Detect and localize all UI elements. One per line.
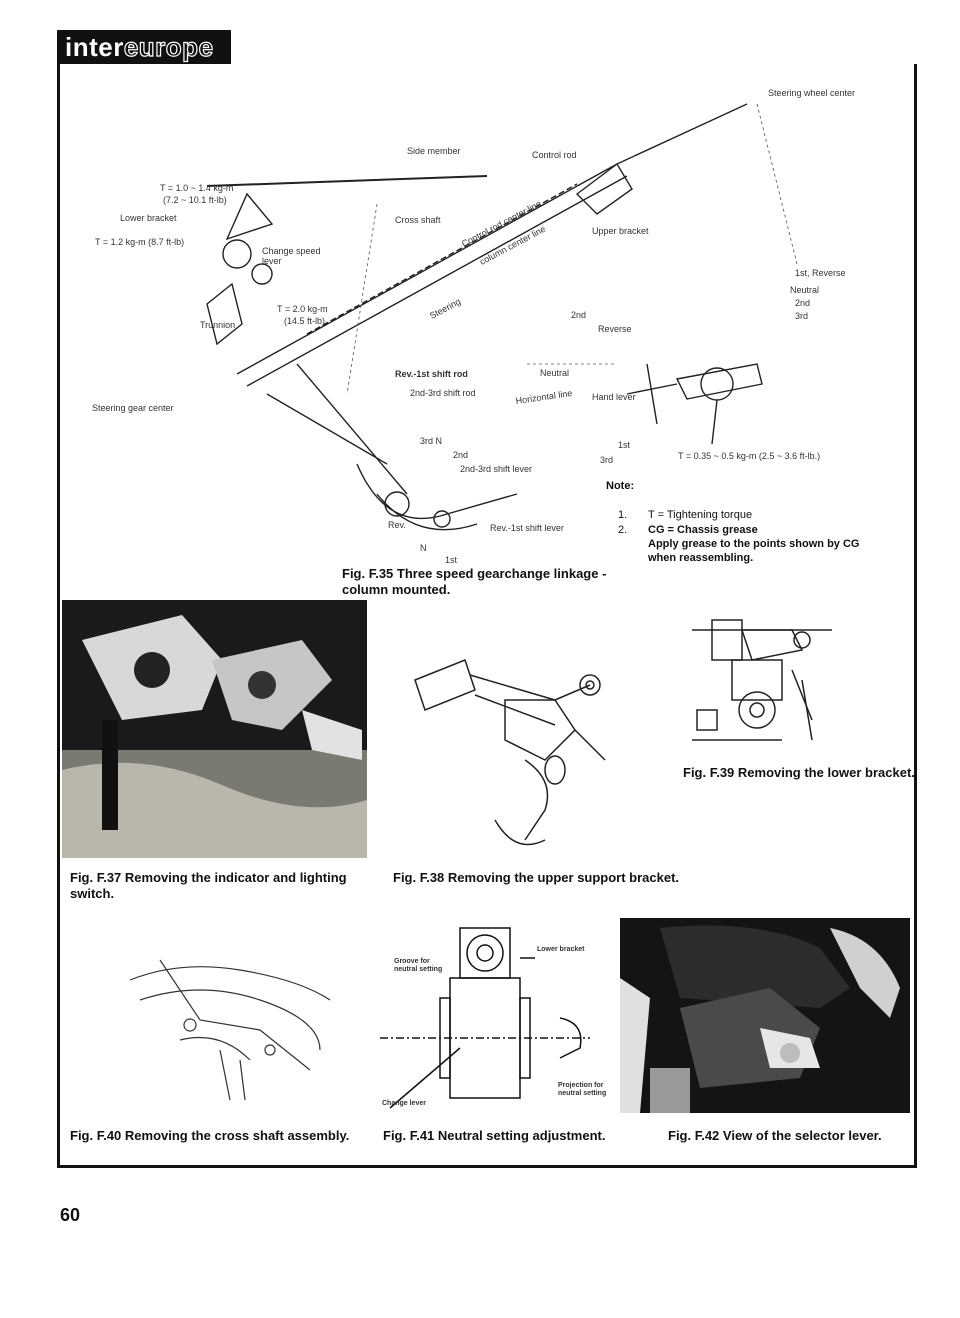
label-trunnion: Trunnion [200, 320, 236, 330]
fig41-label-projection-a: Projection for [558, 1082, 604, 1089]
note1-num: 1. [618, 509, 628, 521]
page-number: 60 [60, 1205, 81, 1225]
fig41-drawing [380, 927, 590, 1109]
label-second: 2nd [795, 298, 811, 308]
label-upper-bracket: Upper bracket [592, 226, 649, 236]
label-torque4: T = 0.35 ~ 0.5 kg-m (2.5 ~ 3.6 ft-lb.) [678, 451, 821, 461]
fig38-drawing [414, 659, 606, 846]
label-torque2: T = 1.2 kg-m (8.7 ft-lb) [95, 237, 185, 247]
label-hand-lever: Hand lever [592, 392, 636, 402]
label-change-speed-lever: Change speed lever [262, 246, 321, 266]
label-reverse-b: Reverse [598, 324, 632, 334]
label-steering-wheel-center: Steering wheel center [768, 88, 856, 98]
label-first-c: 1st [445, 555, 458, 565]
label-lower-bracket: Lower bracket [120, 213, 177, 223]
note-title: Note: [606, 480, 635, 492]
fig41-caption: Fig. F.41 Neutral setting adjustment. [383, 1128, 606, 1143]
label-third: 3rd [795, 311, 809, 321]
note2-reassembling: when reassembling. [648, 552, 754, 564]
fig37-caption-a: Fig. F.37 Removing the indicator and lig… [70, 870, 347, 885]
label-first-reverse: 1st, Reverse [795, 268, 846, 278]
fig41-label-groove-a: Groove for [394, 958, 430, 965]
fig37-photo [62, 600, 367, 858]
label-n: N [420, 543, 427, 553]
fig40-drawing [129, 959, 331, 1100]
note2-num: 2. [618, 524, 628, 536]
label-third-n: 3rd N [420, 436, 443, 446]
label-torque3: T = 2.0 kg-m [277, 304, 328, 314]
label-rev1st-shift-rod: Rev.-1st shift rod [395, 369, 468, 379]
label-rev1st-shift-lever: Rev.-1st shift lever [490, 523, 564, 533]
fig35-caption-b: column mounted. [342, 582, 451, 597]
label-steering-gear-center: Steering gear center [92, 403, 174, 413]
label-torque1: T = 1.0 ~ 1.4 kg-m [160, 183, 234, 193]
brand-europe: europe [123, 31, 214, 62]
fig35-caption-a: Fig. F.35 Three speed gearchange linkage… [342, 566, 607, 581]
label-torque1b: (7.2 ~ 10.1 ft-lb) [163, 195, 227, 205]
label-side-member: Side member [407, 146, 461, 156]
fig40-caption: Fig. F.40 Removing the cross shaft assem… [70, 1128, 350, 1143]
fig39-caption: Fig. F.39 Removing the lower bracket. [683, 765, 915, 780]
brand-logo: intereurope [57, 30, 231, 64]
label-second-c: 2nd [453, 450, 469, 460]
page-frame [57, 64, 917, 1168]
fig37-caption-b: switch. [70, 886, 115, 901]
fig41-label-groove-b: neutral setting [394, 966, 443, 973]
label-second-b: 2nd [571, 310, 587, 320]
label-cross-shaft: Cross shaft [395, 215, 441, 225]
label-rev: Rev. [388, 520, 406, 530]
label-shift-rod-23: 2nd-3rd shift rod [410, 388, 476, 398]
note1-text: T = Tightening torque [648, 509, 753, 521]
label-neutral-b: Neutral [540, 368, 570, 378]
note2-apply: Apply grease to the points shown by CG [648, 538, 860, 550]
fig41-label-change-lever: Change lever [382, 1100, 426, 1107]
label-torque3b: (14.5 ft-lb) [284, 316, 326, 326]
label-control-rod: Control rod [532, 150, 577, 160]
label-neutral: Neutral [790, 285, 820, 295]
fig35-diagram [206, 103, 798, 531]
fig42-photo [620, 918, 910, 1113]
label-third-b: 3rd [600, 455, 614, 465]
fig41-label-projection-b: neutral setting [558, 1090, 607, 1097]
fig42-caption: Fig. F.42 View of the selector lever. [668, 1128, 882, 1143]
note2-text: CG = Chassis grease [648, 524, 758, 536]
fig39-drawing [692, 619, 832, 741]
fig38-caption: Fig. F.38 Removing the upper support bra… [393, 870, 680, 885]
brand-inter: inter [65, 32, 124, 62]
label-shift-lever-23: 2nd-3rd shift lever [460, 464, 533, 474]
label-first-b: 1st [618, 440, 631, 450]
fig41-label-lower-bracket: Lower bracket [537, 946, 585, 953]
